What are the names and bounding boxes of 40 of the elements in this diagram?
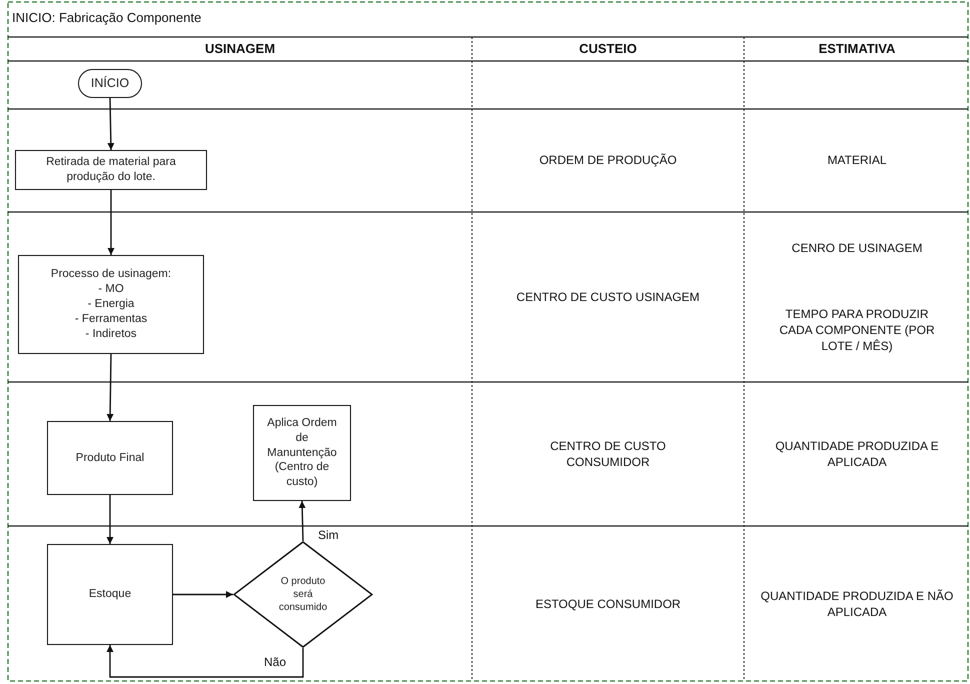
node-text: Retirada de material para produção do lote. <box>45 155 177 185</box>
decision-diamond <box>233 541 373 648</box>
arrow <box>106 354 114 421</box>
cell-text: QUANTIDADE PRODUZIDA E NÃO APLICADA <box>760 588 954 620</box>
arrow <box>106 495 114 544</box>
cell-text: CENTRO DE CUSTO USINAGEM <box>516 288 700 306</box>
node-text: INÍCIO <box>90 75 130 92</box>
process-box <box>15 150 207 190</box>
cell-text: QUANTIDADE PRODUZIDA E APLICADA <box>774 438 940 470</box>
column-header: USINAGEM <box>204 40 276 58</box>
diagram-title: INICIO: Fabricação Componente <box>12 10 202 25</box>
process-box <box>47 544 173 645</box>
column-header: CUSTEIO <box>579 40 637 58</box>
cell-text: MATERIAL <box>827 152 887 169</box>
process-box <box>47 421 173 495</box>
cell-text: TEMPO PARA PRODUZIR CADA COMPONENTE (POR LOTE / MÊS) <box>778 306 936 354</box>
node-text: - Energia <box>88 297 134 312</box>
node-text: - MO <box>98 282 124 298</box>
edge-label: Sim <box>316 528 341 542</box>
arrow <box>108 190 114 255</box>
cell-text: ESTOQUE CONSUMIDOR <box>535 596 681 612</box>
arrow <box>106 645 304 678</box>
node-text: Aplica Ordem de Manuntenção (Centro de custo) <box>266 416 338 490</box>
node-text: - Ferramentas <box>74 312 148 327</box>
node-text: O produto será consumido <box>278 575 328 614</box>
cell-text: CENTRO DE CUSTO CONSUMIDOR <box>549 438 667 470</box>
cell-text: ORDEM DE PRODUÇÃO <box>539 152 677 169</box>
node-text: Processo de usinagem: <box>50 267 172 282</box>
start-terminal <box>78 69 142 98</box>
node-text: - Indiretos <box>85 326 137 342</box>
node-text: Produto Final <box>76 450 144 466</box>
cell-text: CENRO DE USINAGEM <box>792 240 922 256</box>
arrow <box>107 98 114 150</box>
process-box <box>253 405 351 501</box>
arrow <box>173 591 233 598</box>
process-box <box>18 255 204 354</box>
node-text: Estoque <box>88 587 132 602</box>
edge-label: Não <box>262 655 288 669</box>
arrow <box>298 500 306 542</box>
column-header: ESTIMATIVA <box>818 40 896 58</box>
